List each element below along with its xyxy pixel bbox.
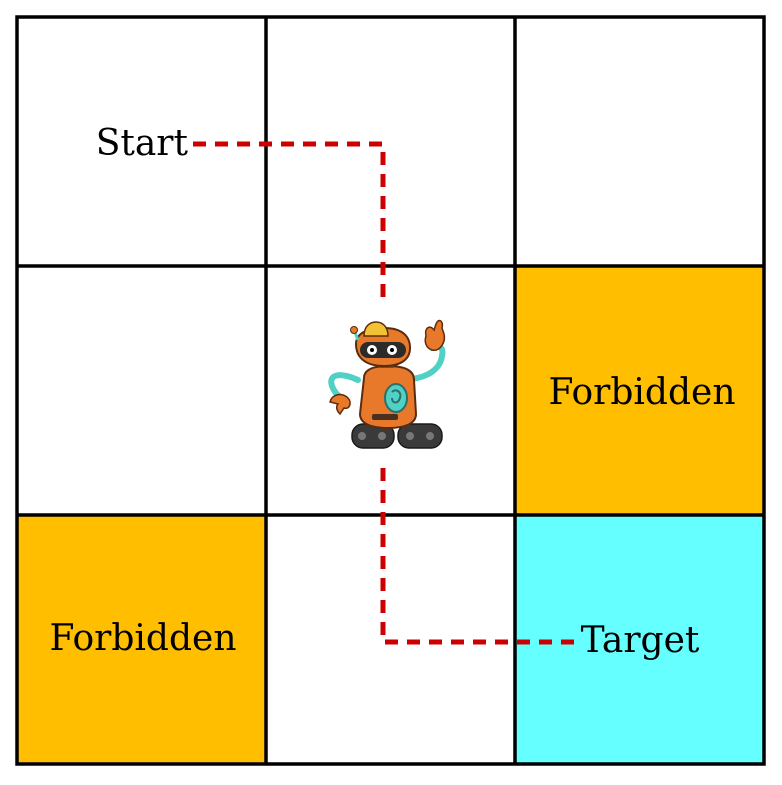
cell-target-r2-c2: [515, 515, 764, 764]
robot-track-right: [397, 423, 443, 449]
target-label: Target: [581, 620, 700, 661]
forbidden-label-mid-right: Forbidden: [548, 372, 735, 413]
cell-r1-c0: [17, 266, 266, 515]
path-segment-upper: [193, 141, 386, 306]
cell-forbidden-r2-c0: [17, 515, 266, 764]
start-label: Start: [96, 123, 189, 164]
cell-forbidden-r1-c2: [515, 266, 764, 515]
grid-border: [15, 15, 766, 766]
grid-lines: [15, 15, 766, 766]
forbidden-label-bottom-left: Forbidden: [49, 618, 236, 659]
robot-icon: [328, 319, 446, 449]
path: [193, 141, 575, 645]
cell-r0-c2: [515, 17, 764, 266]
